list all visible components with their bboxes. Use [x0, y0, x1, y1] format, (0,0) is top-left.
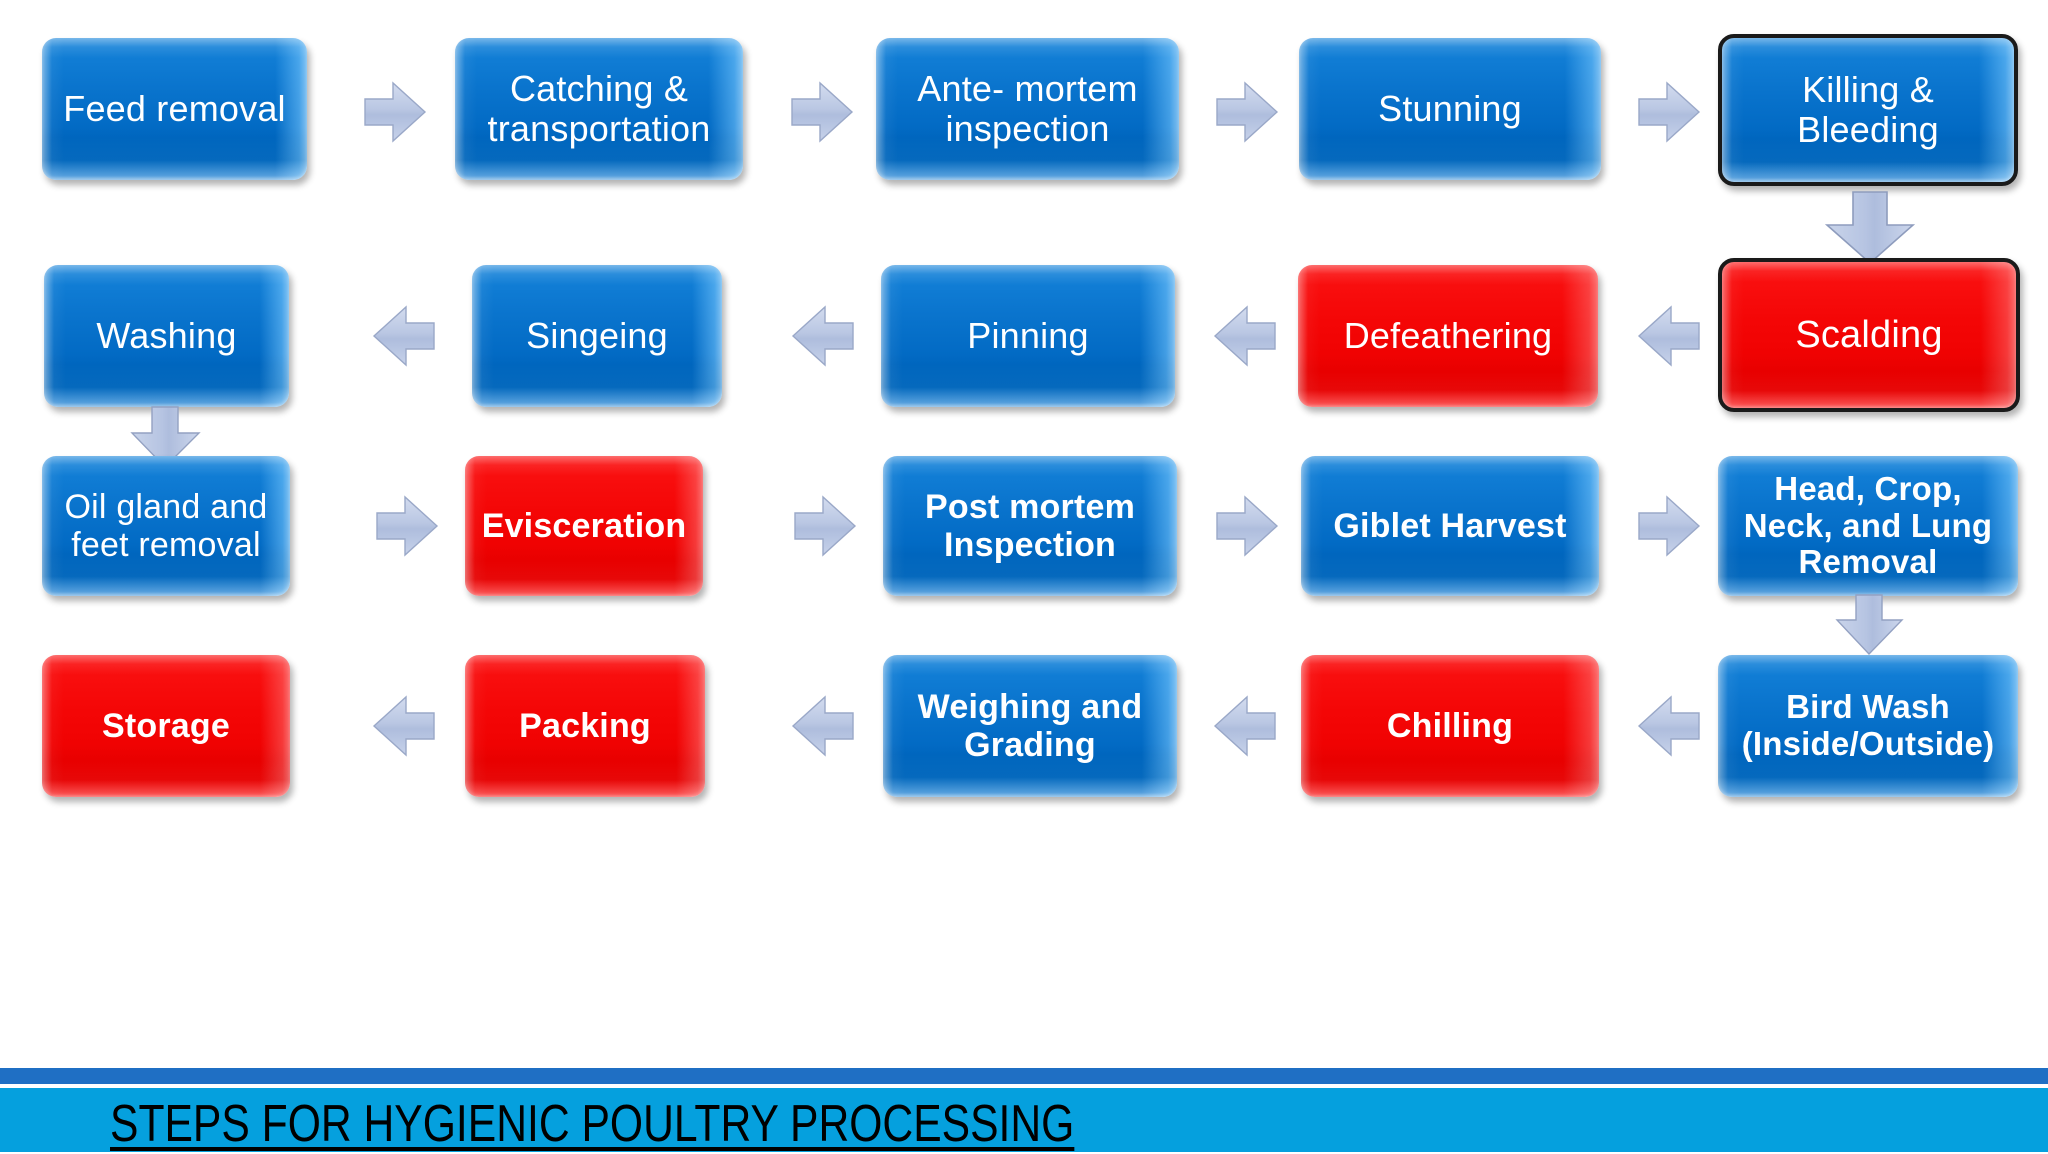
process-node-evisceration[interactable]: Evisceration [465, 456, 703, 596]
node-label: Weighing and Grading [917, 687, 1143, 764]
title-banner: STEPS FOR HYGIENIC POULTRY PROCESSING [0, 1068, 2048, 1153]
connector-arrow-left [1637, 305, 1701, 367]
process-node-singeing[interactable]: Singeing [472, 265, 722, 407]
connector-arrow-right [375, 495, 439, 557]
process-node-stunning[interactable]: Stunning [1299, 38, 1601, 180]
process-node-head-crop-neck-lung-removal[interactable]: Head, Crop, Neck, and Lung Removal [1718, 456, 2018, 596]
node-label: Chilling [1386, 706, 1514, 745]
node-label: Evisceration [481, 506, 687, 545]
process-node-feed-removal[interactable]: Feed removal [42, 38, 307, 180]
node-label: Giblet Harvest [1333, 506, 1567, 545]
node-label: Bird Wash (Inside/Outside) [1741, 688, 1995, 762]
node-label: Scalding [1795, 313, 1943, 356]
process-node-catching-transportation[interactable]: Catching & transportation [455, 38, 743, 180]
connector-arrow-right [1637, 495, 1701, 557]
connector-arrow-down [130, 406, 202, 469]
connector-arrow-right [1215, 495, 1279, 557]
node-label: Head, Crop, Neck, and Lung Removal [1743, 469, 1993, 581]
connector-arrow-left [791, 305, 855, 367]
banner-band [0, 1088, 2048, 1152]
connector-arrow-right [1637, 81, 1701, 143]
connector-arrow-right [790, 81, 854, 143]
connector-arrow-left [791, 695, 855, 757]
process-node-pinning[interactable]: Pinning [881, 265, 1175, 407]
node-label: Post mortem Inspection [924, 487, 1136, 564]
node-label: Ante- mortem inspection [917, 67, 1138, 149]
node-label: Feed removal [63, 87, 286, 129]
node-label: Stunning [1378, 87, 1522, 129]
node-label: Pinning [967, 314, 1089, 356]
node-label: Catching & transportation [487, 67, 711, 149]
node-label: Packing [519, 706, 651, 745]
process-node-bird-wash[interactable]: Bird Wash (Inside/Outside) [1718, 655, 2018, 797]
node-label: Oil gland and feet removal [64, 487, 268, 564]
process-node-packing[interactable]: Packing [465, 655, 705, 797]
process-node-storage[interactable]: Storage [42, 655, 290, 797]
process-node-chilling[interactable]: Chilling [1301, 655, 1599, 797]
connector-arrow-left [372, 695, 436, 757]
node-label: Killing & Bleeding [1797, 68, 1939, 150]
process-node-giblet-harvest[interactable]: Giblet Harvest [1301, 456, 1599, 596]
node-label: Storage [102, 706, 230, 745]
connector-arrow-left [372, 305, 436, 367]
node-label: Washing [96, 314, 237, 356]
connector-arrow-right [1215, 81, 1279, 143]
process-node-post-mortem-inspection[interactable]: Post mortem Inspection [883, 456, 1177, 596]
process-node-scalding[interactable]: Scalding [1718, 258, 2020, 412]
connector-arrow-down [1835, 594, 1905, 656]
node-label: Defeathering [1343, 314, 1553, 356]
process-node-oil-gland-feet-removal[interactable]: Oil gland and feet removal [42, 456, 290, 596]
process-node-defeathering[interactable]: Defeathering [1298, 265, 1598, 407]
connector-arrow-left [1637, 695, 1701, 757]
connector-arrow-down [1824, 190, 1916, 265]
node-label: Singeing [526, 314, 668, 356]
process-node-weighing-grading[interactable]: Weighing and Grading [883, 655, 1177, 797]
connector-arrow-left [1213, 305, 1277, 367]
process-node-killing-bleeding[interactable]: Killing & Bleeding [1718, 34, 2018, 186]
banner-stripe [0, 1068, 2048, 1084]
connector-arrow-right [793, 495, 857, 557]
connector-arrow-left [1213, 695, 1277, 757]
process-node-washing[interactable]: Washing [44, 265, 289, 407]
process-node-ante-mortem-inspection[interactable]: Ante- mortem inspection [876, 38, 1179, 180]
connector-arrow-right [363, 81, 427, 143]
page-title: STEPS FOR HYGIENIC POULTRY PROCESSING [110, 1095, 1075, 1153]
